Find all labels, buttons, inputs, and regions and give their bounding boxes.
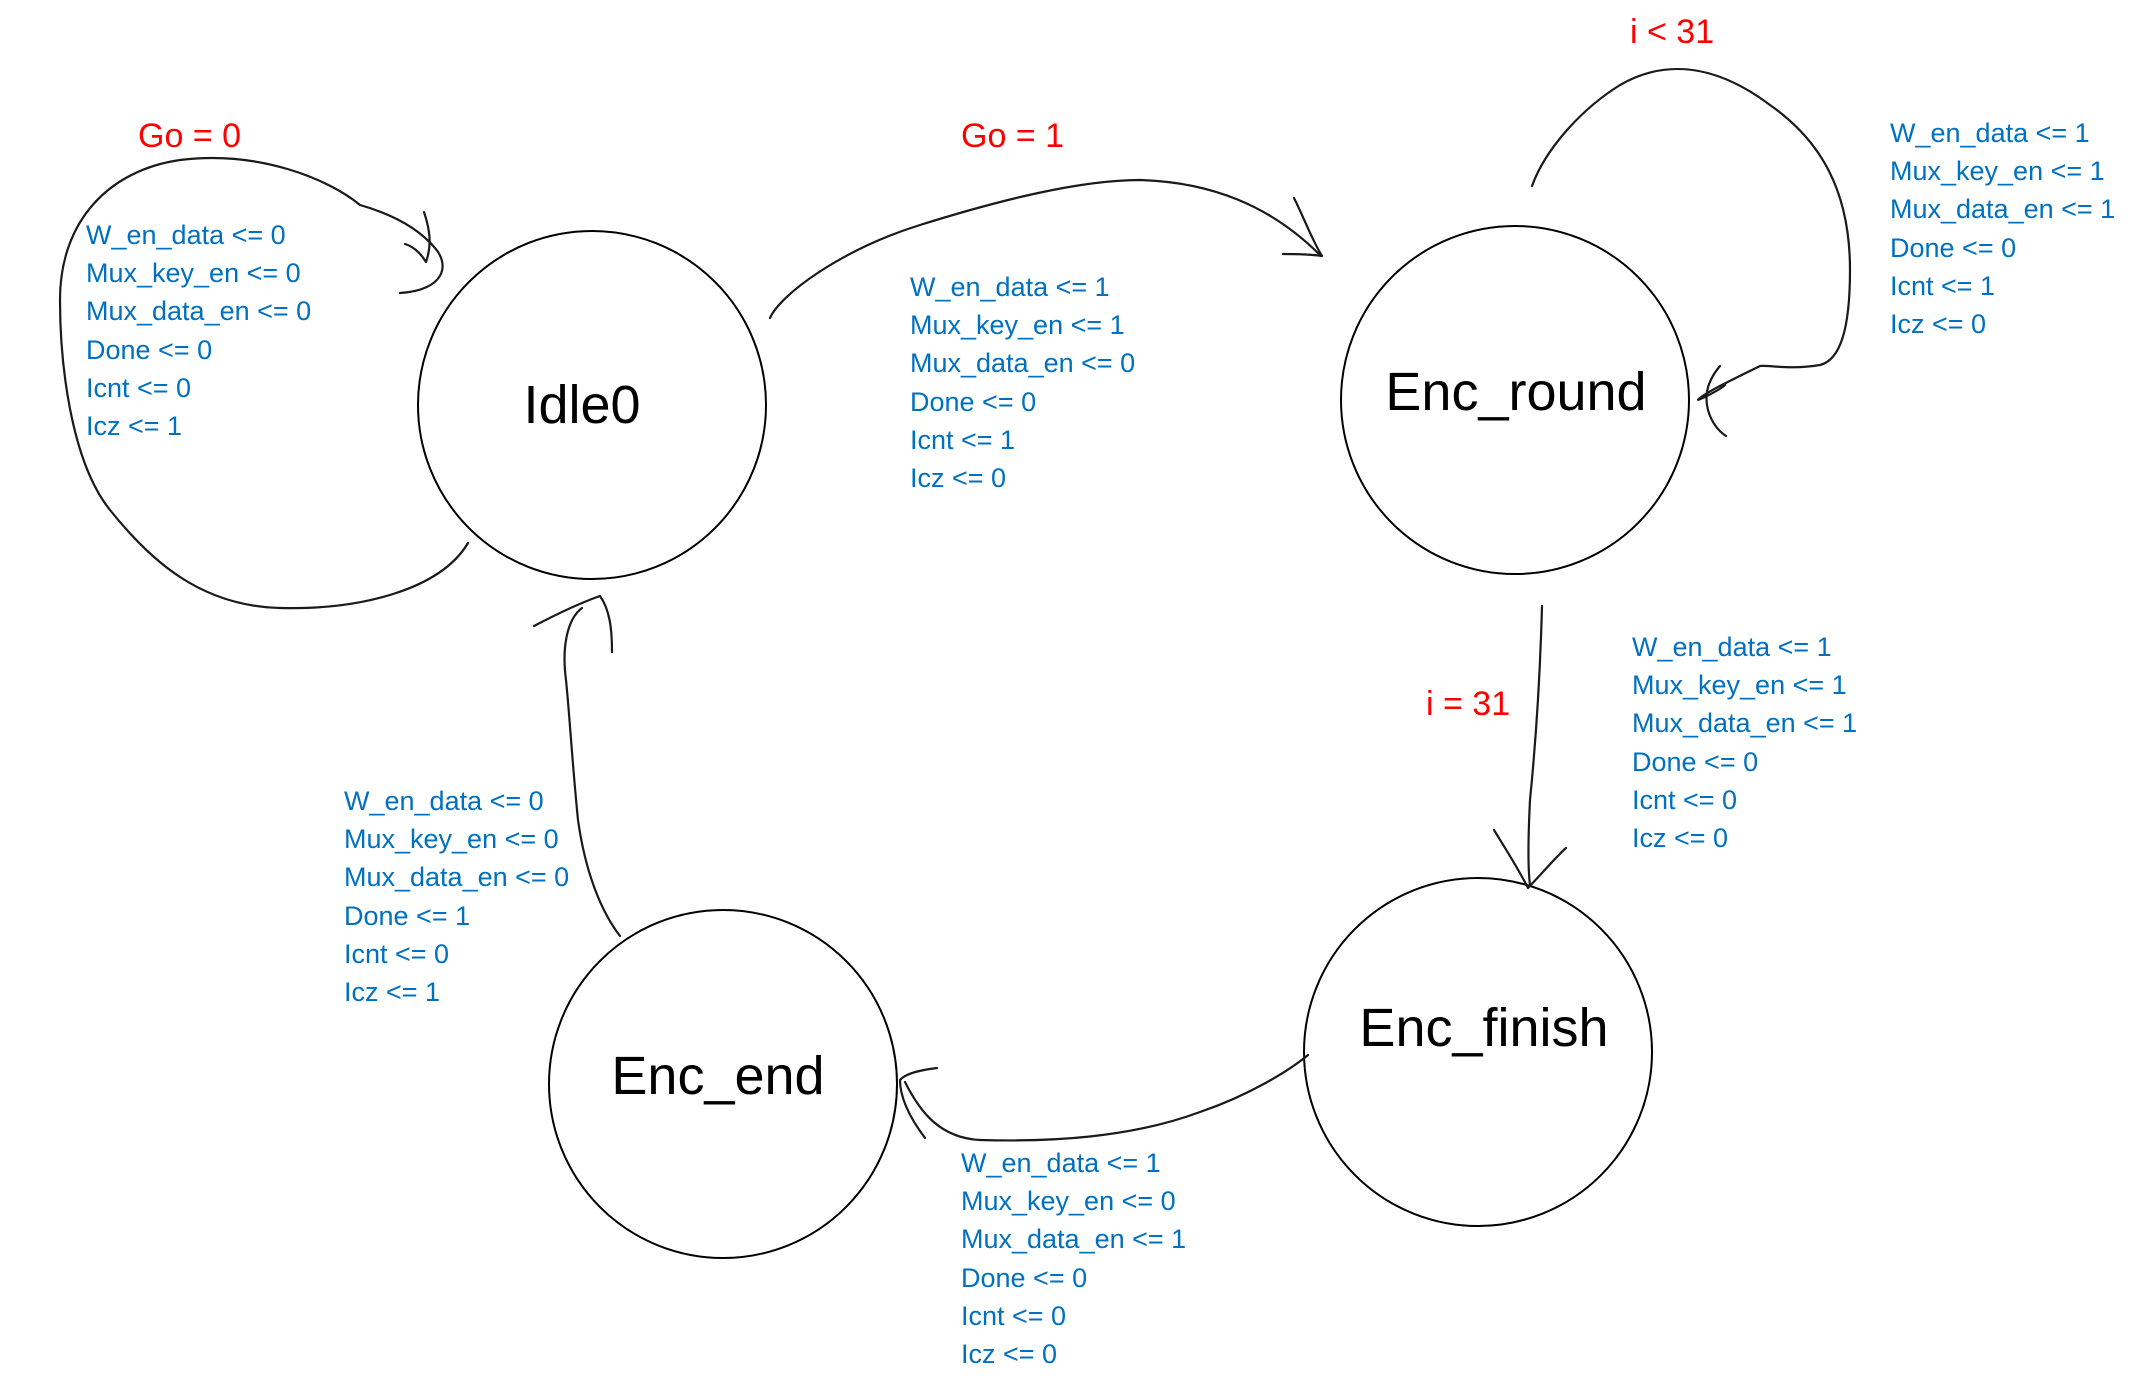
end-to-idle-actions: W_en_data <= 0 Mux_key_en <= 0 Mux_data_… bbox=[344, 782, 569, 1011]
end-to-idle-arrowhead bbox=[532, 594, 614, 654]
action-line: W_en_data <= 1 bbox=[961, 1148, 1161, 1178]
action-line: Done <= 0 bbox=[1632, 746, 1759, 777]
round-to-finish-actions: W_en_data <= 1 Mux_key_en <= 1 Mux_data_… bbox=[1632, 628, 1857, 857]
finish-to-end-actions: W_en_data <= 1 Mux_key_en <= 0 Mux_data_… bbox=[961, 1144, 1186, 1373]
state-idle0-circle bbox=[417, 230, 767, 580]
idle-to-round-actions: W_en_data <= 1 Mux_key_en <= 1 Mux_data_… bbox=[910, 268, 1135, 497]
action-line: W_en_data <= 0 bbox=[86, 220, 286, 250]
idle-to-round-arrow bbox=[768, 178, 1322, 320]
action-line: Done <= 0 bbox=[86, 334, 213, 365]
action-line: Mux_data_en <= 0 bbox=[344, 862, 570, 893]
action-line: Mux_data_en <= 0 bbox=[910, 348, 1136, 379]
action-line: Icz <= 0 bbox=[1632, 823, 1729, 854]
idle-self-loop-arrowhead bbox=[403, 210, 431, 264]
state-idle0-label: Idle0 bbox=[523, 375, 641, 435]
action-line: Icnt <= 0 bbox=[1632, 784, 1738, 815]
action-line: Icz <= 1 bbox=[86, 411, 183, 442]
round-self-condition: i < 31 bbox=[1630, 13, 1715, 51]
round-self-loop-arrowhead bbox=[1705, 364, 1728, 438]
action-line: Done <= 0 bbox=[961, 1262, 1088, 1293]
action-line: W_en_data <= 1 bbox=[1890, 118, 2090, 148]
action-line: Mux_key_en <= 0 bbox=[86, 258, 301, 289]
action-line: Icz <= 0 bbox=[961, 1339, 1058, 1370]
action-line: Mux_data_en <= 1 bbox=[1890, 194, 2116, 225]
action-line: Mux_key_en <= 1 bbox=[910, 310, 1125, 341]
action-line: Icnt <= 1 bbox=[910, 424, 1016, 455]
action-line: Icz <= 1 bbox=[344, 977, 441, 1008]
action-line: Mux_data_en <= 1 bbox=[961, 1224, 1187, 1255]
action-line: Icnt <= 0 bbox=[86, 372, 192, 403]
action-line: W_en_data <= 1 bbox=[1632, 632, 1832, 662]
idle-self-condition: Go = 0 bbox=[138, 117, 242, 155]
state-enc-round-circle bbox=[1340, 225, 1690, 575]
state-enc-end-circle bbox=[548, 909, 898, 1259]
action-line: Icz <= 0 bbox=[910, 463, 1007, 494]
action-line: Mux_data_en <= 1 bbox=[1632, 708, 1858, 739]
end-to-idle-arrow bbox=[563, 606, 622, 938]
idle-self-loop-arrow bbox=[58, 156, 470, 610]
round-to-finish-condition: i = 31 bbox=[1426, 685, 1511, 723]
action-line: Mux_key_en <= 0 bbox=[961, 1186, 1176, 1217]
action-line: Mux_key_en <= 1 bbox=[1890, 156, 2105, 187]
round-to-finish-arrowhead bbox=[1492, 828, 1568, 890]
action-line: Icnt <= 0 bbox=[344, 938, 450, 969]
state-enc-round-label: Enc_round bbox=[1385, 362, 1647, 422]
action-line: W_en_data <= 0 bbox=[344, 786, 544, 816]
action-line: Done <= 0 bbox=[1890, 232, 2017, 263]
state-enc-finish-circle bbox=[1303, 877, 1653, 1227]
action-line: Mux_key_en <= 0 bbox=[344, 824, 559, 855]
idle-self-actions: W_en_data <= 0 Mux_key_en <= 0 Mux_data_… bbox=[86, 216, 311, 445]
action-line: W_en_data <= 1 bbox=[910, 272, 1110, 302]
state-enc-finish-label: Enc_finish bbox=[1359, 998, 1609, 1058]
action-line: Icz <= 0 bbox=[1890, 309, 1987, 340]
action-line: Icnt <= 1 bbox=[1890, 270, 1996, 301]
finish-to-end-arrow bbox=[903, 1053, 1310, 1142]
action-line: Icnt <= 0 bbox=[961, 1300, 1067, 1331]
round-self-actions: W_en_data <= 1 Mux_key_en <= 1 Mux_data_… bbox=[1890, 114, 2115, 343]
round-self-loop-arrow bbox=[1530, 67, 1852, 401]
state-enc-end-label: Enc_end bbox=[611, 1046, 825, 1106]
action-line: Mux_key_en <= 1 bbox=[1632, 670, 1847, 701]
action-line: Mux_data_en <= 0 bbox=[86, 296, 312, 327]
idle-to-round-arrowhead bbox=[1281, 196, 1324, 258]
idle-to-round-condition: Go = 1 bbox=[961, 117, 1065, 155]
action-line: Done <= 0 bbox=[910, 386, 1037, 417]
action-line: Done <= 1 bbox=[344, 900, 471, 931]
round-to-finish-arrow bbox=[1527, 604, 1544, 887]
finish-to-end-arrowhead bbox=[898, 1066, 939, 1140]
